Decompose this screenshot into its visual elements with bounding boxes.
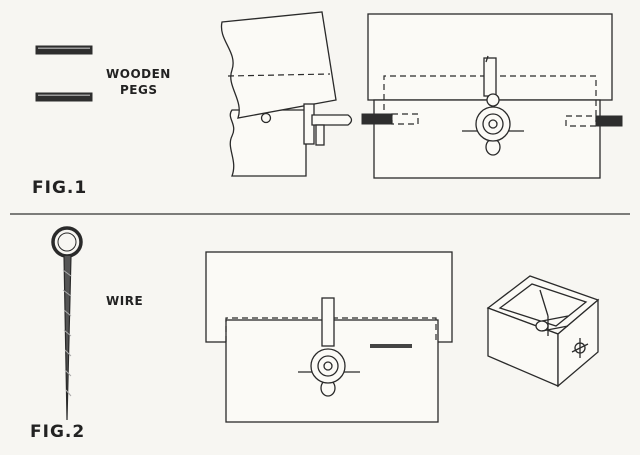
fig2-hidden-outline [225,317,437,342]
side-view-peg [311,114,353,126]
wire-twist-marks [62,269,72,397]
front-view-latch-bar [483,57,497,97]
wooden-peg-sample-top [35,45,93,55]
front-view-right-peg-hole [565,115,597,127]
iso-inner-opening [498,283,588,327]
front-view-turn-button [462,93,524,156]
wooden-peg-legend [35,45,93,102]
iso-turn-button [571,338,589,358]
side-view-hidden-edge [227,73,331,77]
side-view-box-body [229,109,307,177]
front-view-left-peg-hole [391,113,419,125]
fig2-front-view [205,251,453,423]
fig2-isometric-box [486,275,600,388]
label-wire: WIRE [106,294,143,308]
front-view-right-peg [595,115,623,127]
wooden-peg-sample-bottom-highlight [38,94,90,96]
fig2-latch-bar [321,297,335,347]
fig2-dark-strip [370,344,412,348]
wooden-peg-sample-bottom [35,92,93,102]
fig1-side-view [220,11,353,177]
wire-loop [51,226,83,258]
fig2-turn-button [298,348,360,397]
front-view-latch-tick [485,55,489,63]
label-pegs: PEGS [120,83,157,97]
fig1-caption: FIG.1 [32,178,87,198]
wire-illustration [51,226,83,421]
side-view-hinge-pin [260,112,272,124]
wooden-peg-sample-top-highlight [38,47,90,49]
wire-loop-inner [57,232,77,252]
iso-pin-end [535,320,549,332]
fig1-front-view [361,13,623,179]
iso-pin-shaft [541,315,569,332]
fig2-caption: FIG.2 [30,422,85,442]
front-view-left-peg [361,113,393,125]
side-view-lid [220,11,337,119]
side-view-peg-stem [315,124,325,146]
label-wooden: WOODEN [106,67,171,81]
